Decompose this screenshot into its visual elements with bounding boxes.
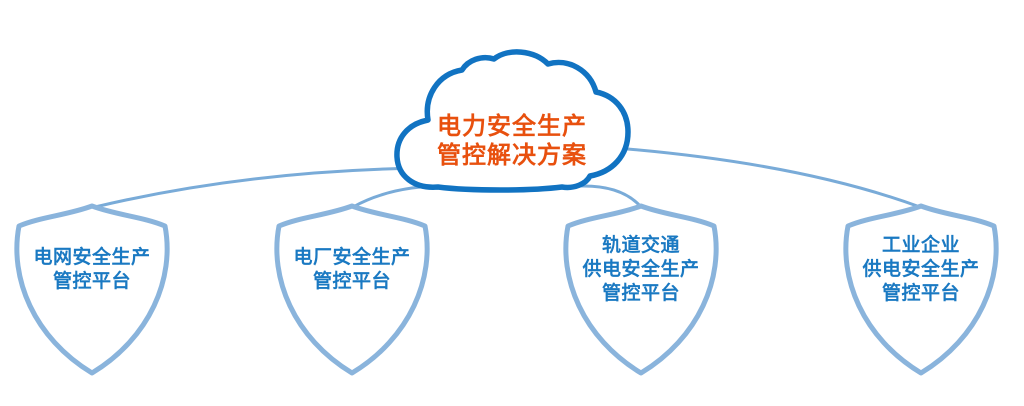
shield-label-line: 轨道交通 (601, 235, 680, 256)
connector-line-industry (614, 146, 922, 209)
shield-label-line: 电厂安全生产 (293, 247, 411, 268)
connector-line-grid (93, 166, 430, 209)
shield-label-industry: 工业企业 供电安全生产 管控平台 (836, 226, 1006, 314)
shield-label-line: 管控平台 (312, 271, 391, 292)
shield-label-line: 工业企业 (881, 235, 960, 256)
shield-label-rail: 轨道交通 供电安全生产 管控平台 (556, 226, 726, 314)
cloud-icon (394, 49, 631, 193)
cloud-title-line: 管控解决方案 (437, 142, 587, 169)
connector-line-rail (578, 184, 643, 209)
shield-label-line: 供电安全生产 (582, 259, 700, 280)
cloud-title: 电力安全生产 管控解决方案 (402, 112, 622, 170)
cloud-title-line: 电力安全生产 (437, 113, 587, 140)
shield-label-line: 管控平台 (601, 283, 680, 304)
shield-label-line: 电网安全生产 (33, 247, 151, 268)
shield-label-line: 供电安全生产 (862, 259, 980, 280)
shield-label-plant: 电厂安全生产 管控平台 (267, 226, 437, 314)
shield-label-line: 管控平台 (881, 283, 960, 304)
shield-label-line: 管控平台 (52, 271, 131, 292)
shield-label-grid: 电网安全生产 管控平台 (7, 226, 177, 314)
